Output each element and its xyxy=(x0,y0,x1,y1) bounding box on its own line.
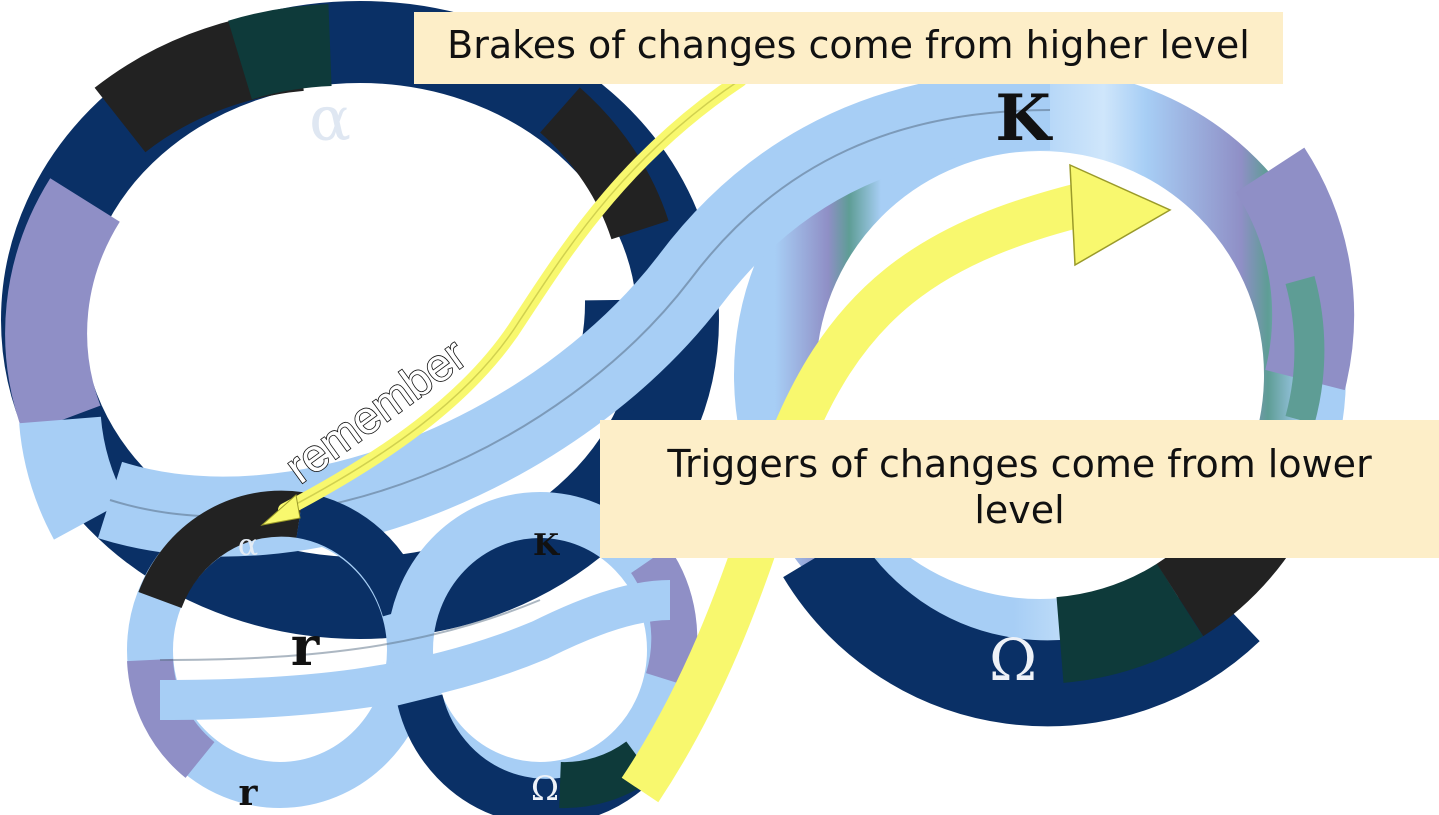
large-omega-glyph: Ω xyxy=(989,626,1037,694)
large-right-loop xyxy=(734,69,1355,727)
small-omega-glyph: Ω xyxy=(531,769,559,809)
small-alpha-glyph: α xyxy=(238,528,258,563)
small-r-glyph: r xyxy=(291,614,320,678)
large-k-glyph: K xyxy=(995,81,1053,156)
small-r-lower-glyph: r xyxy=(239,772,259,814)
brakes-callout-text: Brakes of changes come from higher level xyxy=(447,23,1250,67)
brakes-callout: Brakes of changes come from higher level xyxy=(414,12,1283,84)
small-k-glyph: K xyxy=(533,528,560,563)
remember-arrow xyxy=(260,73,747,526)
triggers-callout: Triggers of changes come from lower leve… xyxy=(600,420,1439,558)
triggers-callout-text: Triggers of changes come from lower leve… xyxy=(667,442,1372,533)
large-alpha-glyph: α xyxy=(309,82,351,155)
